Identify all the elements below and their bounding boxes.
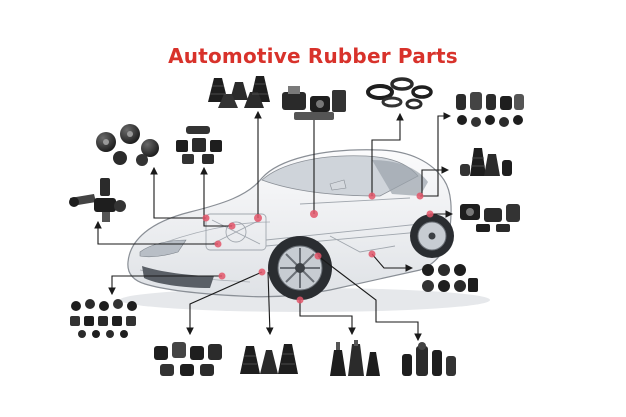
engine-mount-icon	[282, 86, 346, 120]
hotspot-marker	[214, 240, 222, 248]
hotspot-marker	[218, 272, 226, 280]
stabilizer-link-icon	[69, 178, 126, 222]
rubber-mount-icon	[154, 342, 222, 376]
hotspot-marker	[202, 214, 210, 222]
parts-groups	[69, 76, 524, 376]
car-side-window	[372, 160, 428, 196]
diagram-title: Automotive Rubber Parts	[168, 44, 458, 68]
grommet-icon	[422, 264, 478, 292]
hotspot-marker	[314, 252, 322, 260]
hotspot-marker	[296, 296, 304, 304]
hotspots	[202, 192, 434, 304]
hotspot-marker	[368, 250, 376, 258]
hotspot-marker	[426, 210, 434, 218]
bushing-set-icon	[70, 299, 137, 338]
leader-line	[94, 220, 218, 245]
car-grille	[142, 266, 214, 288]
car-illustration	[120, 149, 490, 312]
leader-line	[421, 166, 450, 196]
rubber-bellows-icon	[402, 342, 456, 376]
bump-stop-icon	[176, 126, 222, 164]
car-rear-wheel	[410, 214, 454, 258]
hotspot-marker	[258, 268, 266, 276]
leader-lines	[94, 110, 454, 342]
car-front-wheel	[268, 236, 332, 300]
leader-line	[371, 112, 404, 196]
bellows-boots-icon	[208, 76, 270, 108]
hotspot-marker	[254, 214, 262, 222]
hotspot-marker	[310, 210, 318, 218]
rubber-boot-icon	[460, 148, 512, 176]
leader-line	[265, 271, 274, 336]
leader-line	[186, 271, 263, 336]
leader-line	[317, 255, 422, 342]
leader-line	[108, 275, 222, 296]
strut-mount-icon	[96, 124, 159, 166]
o-ring-seal-icon	[366, 77, 433, 110]
leader-line	[200, 166, 232, 227]
hotspot-marker	[368, 192, 376, 200]
bushing-set-icon	[456, 92, 524, 127]
hotspot-marker	[228, 222, 236, 230]
dust-cover-icon	[330, 340, 380, 376]
leader-line	[299, 300, 356, 336]
leader-line	[420, 112, 452, 197]
leader-line	[150, 166, 206, 219]
bellows-boots-icon	[240, 344, 298, 374]
hotspot-marker	[416, 192, 424, 200]
leader-line	[371, 253, 414, 272]
stabilizer-bushing-icon	[460, 204, 520, 232]
